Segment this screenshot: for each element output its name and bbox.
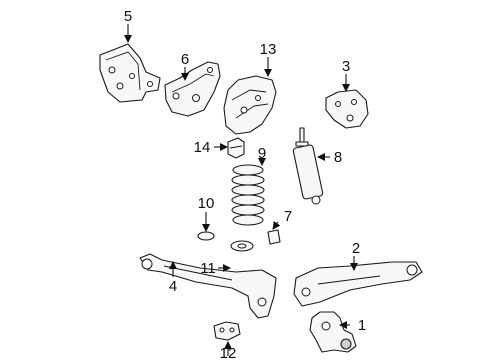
part-5-bracket xyxy=(99,43,161,103)
part-7-bump-stop xyxy=(267,229,281,245)
callout-8: 8 xyxy=(334,149,342,166)
part-8-shock-absorber xyxy=(292,127,324,205)
part-9-coil-spring xyxy=(231,164,265,226)
callout-7: 7 xyxy=(284,208,292,225)
part-3-bracket xyxy=(325,89,369,129)
callout-12: 12 xyxy=(220,345,237,360)
part-10-insulator xyxy=(197,231,215,241)
part-12-bushing xyxy=(213,321,241,341)
part-1-spindle xyxy=(309,311,357,353)
part-2-lower-arm xyxy=(293,261,423,307)
callout-11: 11 xyxy=(200,260,216,277)
callout-9: 9 xyxy=(258,145,266,162)
callout-10: 10 xyxy=(198,195,215,212)
callout-5: 5 xyxy=(124,8,132,25)
part-14-bump-stop xyxy=(227,137,245,159)
part-11-spring-seat xyxy=(230,240,254,252)
callout-13: 13 xyxy=(260,41,277,58)
callout-4: 4 xyxy=(169,278,177,295)
part-6-bracket xyxy=(164,61,221,117)
callout-2: 2 xyxy=(352,240,360,257)
callout-6: 6 xyxy=(181,51,189,68)
part-13-bracket xyxy=(223,75,277,135)
callout-3: 3 xyxy=(342,58,350,75)
callout-14: 14 xyxy=(194,139,211,156)
callout-1: 1 xyxy=(358,317,366,334)
leader-7 xyxy=(272,220,281,230)
